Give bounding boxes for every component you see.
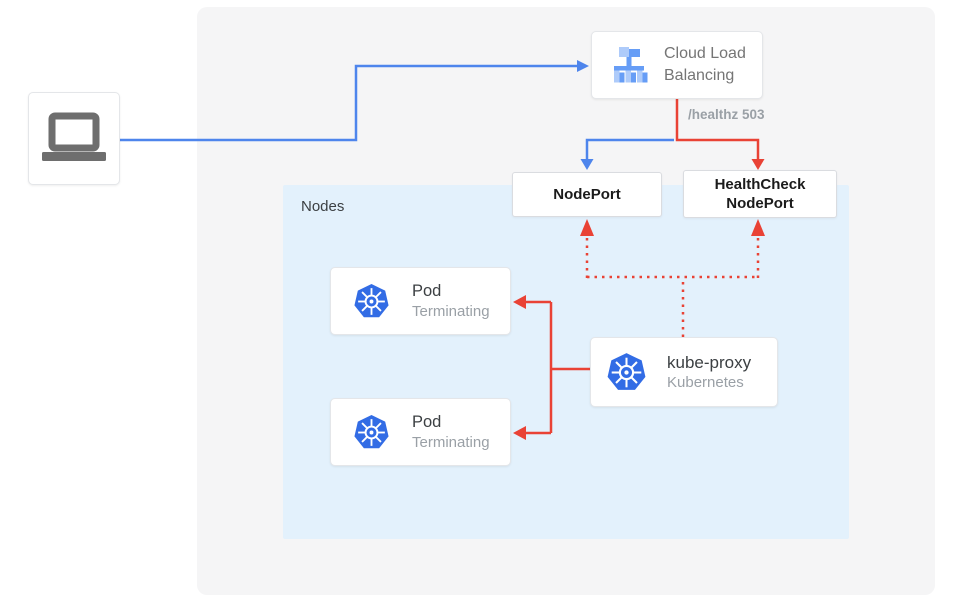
- nodeport-node: NodePort: [512, 172, 662, 217]
- laptop-icon: [42, 112, 106, 161]
- nodeport-label: NodePort: [553, 186, 621, 203]
- kube-proxy-title: kube-proxy: [667, 352, 752, 372]
- kubernetes-icon: [354, 414, 389, 448]
- pod-node-2: Pod Terminating: [330, 398, 511, 466]
- client-node: [28, 92, 120, 185]
- kubernetes-icon: [354, 283, 389, 317]
- pod-title: Pod: [412, 412, 442, 431]
- pod-node-1: Pod Terminating: [330, 267, 511, 335]
- load-balancer-label-line1: Cloud Load: [664, 45, 746, 62]
- cloud-load-balancing-icon: [614, 47, 648, 83]
- kube-proxy-node: kube-proxy Kubernetes: [590, 337, 778, 407]
- kubernetes-icon: [607, 352, 646, 390]
- healthcheck-label-line1: HealthCheck: [714, 176, 806, 193]
- load-balancer-node: Cloud Load Balancing: [591, 31, 763, 99]
- healthcheck-nodeport-node: HealthCheck NodePort: [683, 170, 837, 218]
- kube-proxy-subtitle: Kubernetes: [667, 373, 744, 391]
- pod-title: Pod: [412, 281, 442, 300]
- pod-status: Terminating: [412, 433, 490, 451]
- nodes-panel-label: Nodes: [301, 198, 345, 215]
- pod-status: Terminating: [412, 302, 490, 320]
- load-balancer-label-line2: Balancing: [664, 67, 735, 84]
- healthcheck-label-line2: NodePort: [726, 195, 794, 212]
- health-route-label: /healthz 503: [688, 107, 765, 122]
